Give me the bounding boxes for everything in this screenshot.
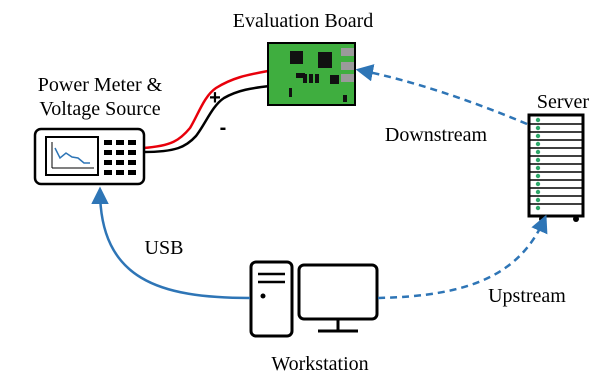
power-meter-label-line2: Voltage Source	[39, 98, 160, 120]
server-icon	[527, 113, 585, 222]
evaluation-board-label: Evaluation Board	[233, 10, 374, 32]
usb-label: USB	[145, 237, 184, 259]
downstream-connection-arrow	[355, 64, 528, 126]
evaluation-board-icon	[267, 42, 356, 106]
power-meter-icon	[33, 127, 146, 186]
server-label: Server	[537, 91, 590, 113]
downstream-label: Downstream	[385, 124, 488, 146]
upstream-connection-arrow	[377, 214, 548, 300]
upstream-label: Upstream	[488, 285, 566, 307]
usb-connection-arrow	[91, 186, 251, 300]
workstation-icon	[249, 260, 379, 338]
minus-sign: -	[220, 117, 227, 139]
plus-sign: +	[209, 87, 221, 109]
positive-wire	[142, 69, 269, 150]
power-meter-label-line1: Power Meter &	[38, 74, 163, 96]
negative-wire	[142, 84, 271, 154]
workstation-label: Workstation	[271, 353, 368, 375]
